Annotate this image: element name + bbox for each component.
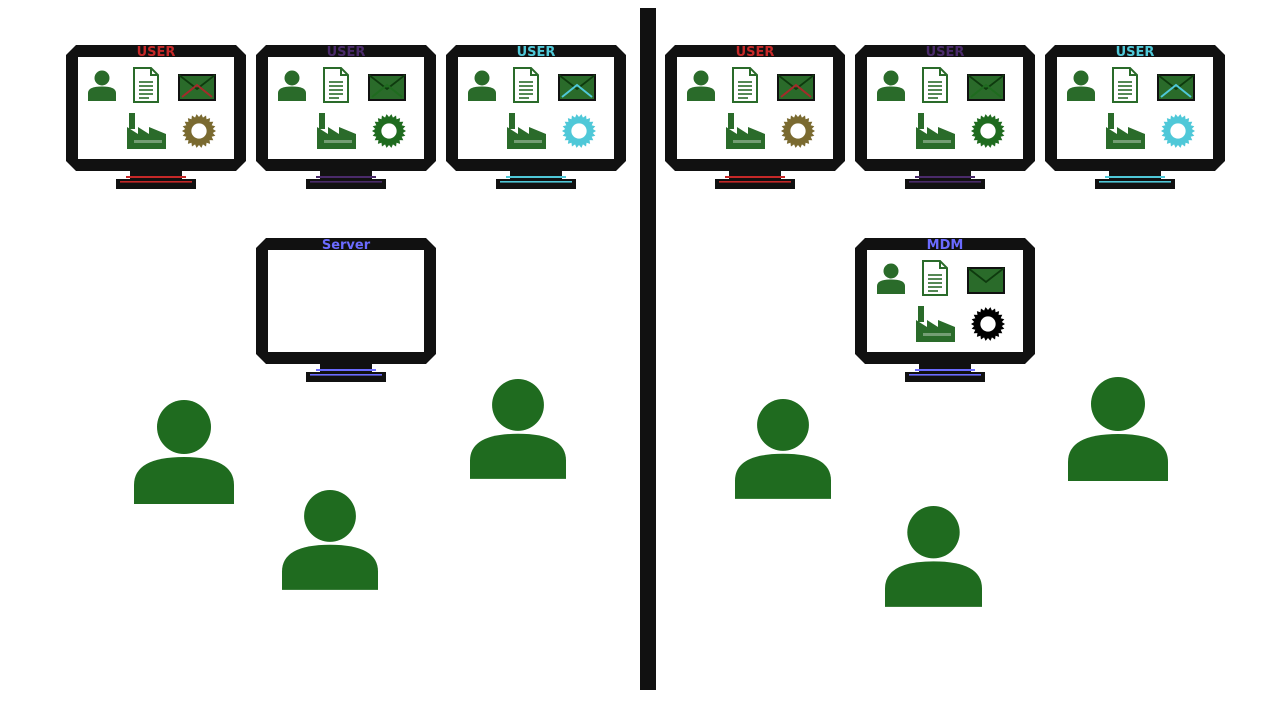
monitor-label: USER — [517, 45, 556, 60]
monitor-neck — [320, 364, 372, 372]
envelope-accent — [1160, 83, 1192, 98]
document-icon — [513, 67, 539, 103]
monitor-neck — [510, 171, 562, 179]
document-icon — [732, 67, 758, 103]
monitor-neck — [729, 171, 781, 179]
server-monitor[interactable]: Server — [256, 238, 436, 382]
envelope-accent — [371, 83, 403, 98]
person-icon — [885, 506, 982, 607]
person-icon — [735, 399, 831, 499]
monitor-label: USER — [327, 45, 366, 60]
monitor-accent-line — [915, 176, 975, 178]
panel-divider — [640, 8, 656, 690]
monitor-accent-line — [506, 176, 566, 178]
document-icon — [1112, 67, 1138, 103]
monitor-neck — [130, 171, 182, 179]
envelope-accent — [561, 83, 593, 98]
gear-icon — [182, 114, 216, 148]
gear-icon — [562, 114, 596, 148]
gear-icon — [971, 307, 1005, 341]
monitor-accent-line — [316, 176, 376, 178]
user-monitor[interactable]: USER — [665, 45, 845, 189]
monitor-label: Server — [322, 238, 371, 253]
gear-icon — [781, 114, 815, 148]
gear-icon — [372, 114, 406, 148]
person-icon — [470, 379, 566, 479]
user-monitor[interactable]: USER — [256, 45, 436, 189]
document-icon — [323, 67, 349, 103]
document-icon — [133, 67, 159, 103]
document-icon — [922, 260, 948, 296]
envelope-accent — [181, 83, 213, 98]
monitor-accent-line — [316, 369, 376, 371]
envelope-icon — [967, 267, 1005, 294]
monitor-accent-line — [915, 369, 975, 371]
monitor-neck — [320, 171, 372, 179]
document-icon — [922, 67, 948, 103]
monitor-accent-line — [725, 176, 785, 178]
gear-icon — [971, 114, 1005, 148]
monitor-neck — [1109, 171, 1161, 179]
monitor-accent-line — [1105, 176, 1165, 178]
envelope-accent — [780, 83, 812, 98]
person-icon — [282, 490, 378, 590]
person-icon — [1068, 377, 1168, 481]
envelope-accent — [970, 83, 1002, 98]
monitor-label: USER — [926, 45, 965, 60]
user-monitor[interactable]: USER — [446, 45, 626, 189]
monitor-screen — [268, 250, 424, 352]
monitor-neck — [919, 364, 971, 372]
monitor-label: USER — [736, 45, 775, 60]
gear-icon — [1161, 114, 1195, 148]
monitor-accent-line — [126, 176, 186, 178]
monitor-label: MDM — [927, 238, 964, 253]
mdm-monitor[interactable]: MDM — [855, 238, 1035, 382]
user-monitor[interactable]: USER — [1045, 45, 1225, 189]
monitor-label: USER — [137, 45, 176, 60]
person-icon — [134, 400, 234, 504]
monitor-label: USER — [1116, 45, 1155, 60]
monitor-neck — [919, 171, 971, 179]
user-monitor[interactable]: USER — [66, 45, 246, 189]
user-monitor[interactable]: USER — [855, 45, 1035, 189]
